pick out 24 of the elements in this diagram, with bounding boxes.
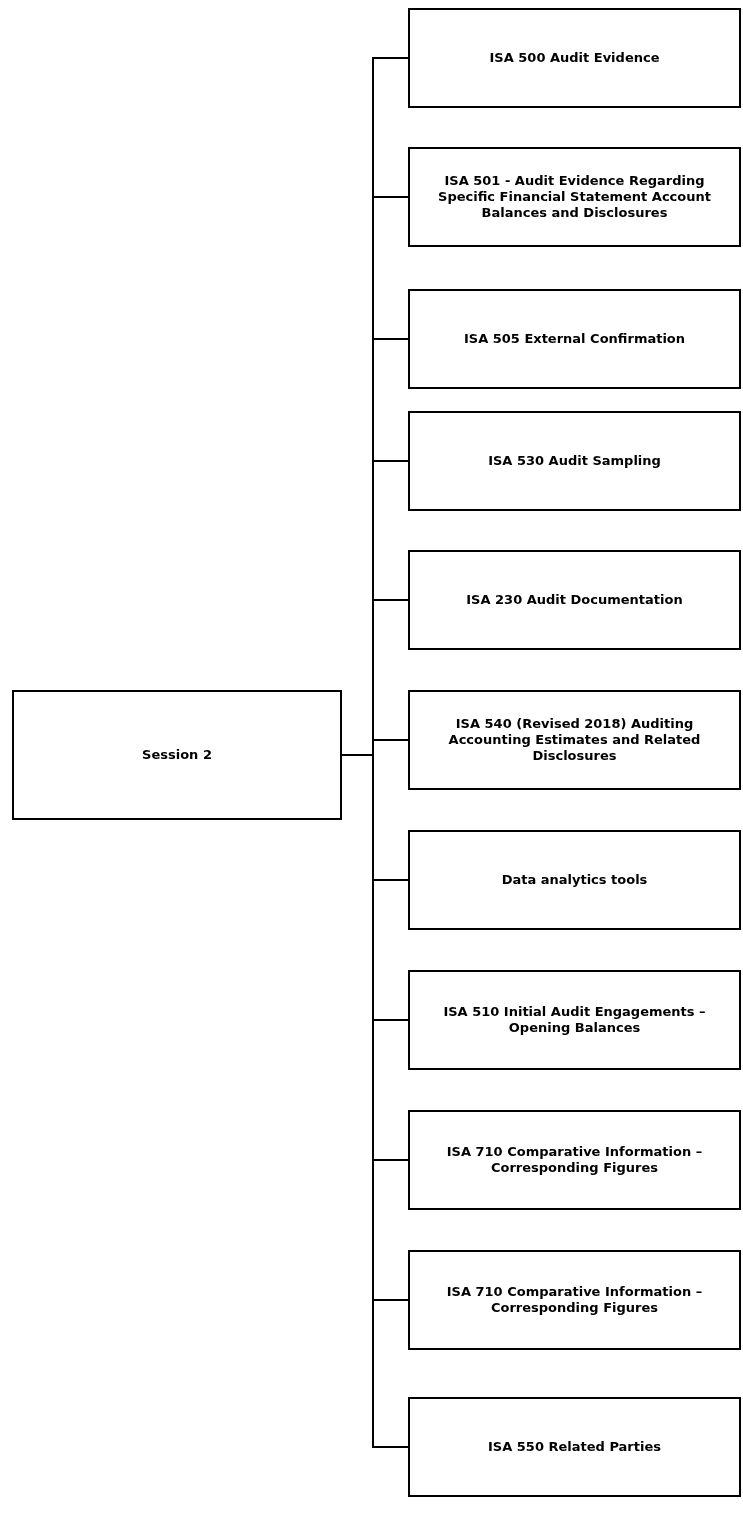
topic-box (408, 1397, 741, 1497)
topic-box (408, 550, 741, 650)
topic-box (408, 411, 741, 511)
topic-box (408, 147, 741, 247)
topic-label: ISA 710 Comparative Information – Corresponding Figures (445, 1143, 704, 1177)
topic-box (408, 970, 741, 1070)
topic-box (408, 830, 741, 930)
topic-label: ISA 230 Audit Documentation (466, 591, 683, 609)
topic-label: ISA 500 Audit Evidence (489, 49, 660, 67)
topic-label: ISA 540 (Revised 2018) Auditing Accounting Estimates and Related Disclosures (447, 715, 702, 765)
topic-box (408, 289, 741, 389)
topic-label: ISA 510 Initial Audit Engagements – Opening Balances (442, 1003, 707, 1037)
topic-box (408, 690, 741, 790)
topic-label: ISA 530 Audit Sampling (488, 452, 661, 470)
topic-box (408, 1250, 741, 1350)
topic-box (408, 8, 741, 108)
topic-label: ISA 710 Comparative Information – Corresponding Figures (445, 1283, 704, 1317)
topic-label: ISA 550 Related Parties (488, 1438, 661, 1456)
topic-label: Data analytics tools (501, 871, 648, 889)
topic-label: ISA 505 External Confirmation (463, 330, 686, 348)
topic-label: Session 2 (142, 746, 212, 764)
topic-label: ISA 501 - Audit Evidence Regarding Specific Financial Statement Account Balances and Disclosures (437, 172, 712, 222)
topic-box (12, 690, 342, 820)
topic-box (408, 1110, 741, 1210)
